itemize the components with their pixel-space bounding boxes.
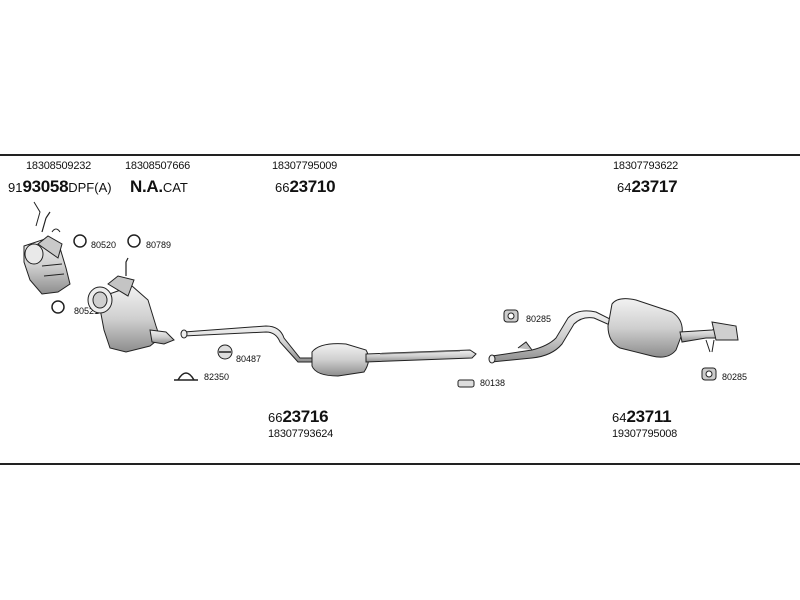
- code-cat-main: N.A.: [130, 177, 163, 196]
- tag-80521: 80521: [74, 306, 100, 316]
- part-number-rear-muffler: 19307795008: [612, 428, 678, 440]
- ring-clamp-80520-icon: [73, 234, 87, 248]
- top-rule: [0, 154, 800, 156]
- code-cat-suffix: CAT: [162, 180, 188, 195]
- code-dpf-prefix: 91: [8, 180, 23, 195]
- rear-muffler-part: [607, 298, 739, 358]
- tag-80789: 80789: [146, 240, 172, 250]
- rear-pipe-part: [488, 310, 613, 364]
- tag-82350: 82350: [204, 372, 230, 382]
- bottom-rule: [0, 463, 800, 465]
- code-rear-muffler-prefix: 64: [612, 410, 627, 425]
- part-number-dpf: 18308509232: [26, 160, 92, 172]
- code-dpf-main: 93058: [22, 177, 69, 196]
- part-number-cat: 18308507666: [125, 160, 191, 172]
- dpf-main-part: [87, 257, 175, 353]
- dpf-front-part: [23, 211, 71, 295]
- tag-80520: 80520: [91, 240, 117, 250]
- center-pipe-part: [180, 325, 313, 363]
- code-dpf: 9193058DPF(A): [8, 178, 112, 196]
- clamp-82350-icon: [174, 372, 198, 381]
- middle-muffler-part: [311, 343, 477, 377]
- code-rear-pipe-prefix: 64: [617, 180, 632, 195]
- code-middle-muffler-main: 23716: [282, 407, 329, 426]
- code-rear-muffler: 6423711: [612, 407, 672, 426]
- code-dpf-suffix: DPF(A): [68, 180, 112, 195]
- code-cat: N.A.CAT: [130, 178, 188, 196]
- ring-clamp-80789-icon: [127, 234, 141, 248]
- part-number-middle-muffler: 18307793624: [268, 428, 334, 440]
- code-center-pipe-prefix: 66: [275, 180, 290, 195]
- code-middle-muffler-prefix: 66: [268, 410, 283, 425]
- ring-clamp-80521-icon: [51, 300, 65, 314]
- code-rear-pipe: 6423717: [617, 177, 678, 196]
- code-rear-muffler-main: 23711: [626, 407, 672, 426]
- tag-80138: 80138: [480, 378, 506, 388]
- tag-80487: 80487: [236, 354, 262, 364]
- code-middle-muffler: 6623716: [268, 407, 329, 426]
- part-number-center-pipe: 18307795009: [272, 160, 338, 172]
- tag-80285-right: 80285: [722, 372, 748, 382]
- code-center-pipe-main: 23710: [289, 177, 336, 196]
- lambda-sensor-icon: [33, 201, 41, 227]
- clamp-80138-icon: [457, 379, 475, 388]
- code-rear-pipe-main: 23717: [631, 177, 678, 196]
- code-center-pipe: 6623710: [275, 177, 336, 196]
- clamp-80487-icon: [217, 344, 233, 360]
- rubber-mount-80285-right-icon: [701, 367, 717, 381]
- rubber-mount-80285-top-icon: [503, 309, 519, 323]
- tag-80285-top: 80285: [526, 314, 552, 324]
- part-number-rear-pipe: 18307793622: [613, 160, 679, 172]
